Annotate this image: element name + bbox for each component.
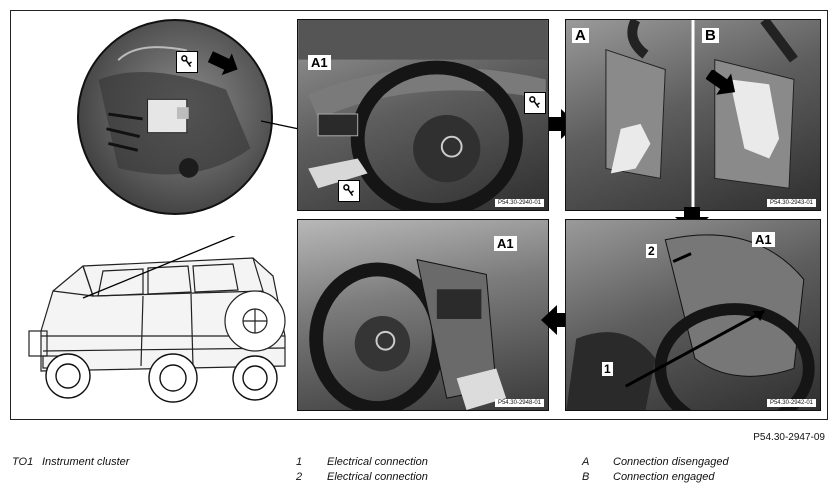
- photo-top-center: A1 P54.30-2940-01: [297, 19, 549, 211]
- panel-code: P54.30-2948-01: [494, 399, 544, 407]
- photo-top-right: A B P54.30-2943-01: [565, 19, 821, 211]
- legend-col3: A Connection disengaged B Connection engag…: [582, 455, 729, 485]
- photo-bottom-center: A1 P54.30-2948-01: [297, 219, 549, 411]
- label-a1: A1: [308, 55, 331, 70]
- panel-code: P54.30-2942-01: [766, 399, 816, 407]
- legend-key: 1: [296, 456, 303, 468]
- legend-text: Electrical connection: [327, 456, 428, 468]
- label-a1: A1: [752, 232, 775, 247]
- legend-item: 1 Electrical connection: [296, 455, 428, 470]
- legend-item: 2 Electrical connection: [296, 470, 428, 485]
- arrow-right-icon: [207, 51, 238, 75]
- legend-item: A Connection disengaged: [582, 455, 729, 470]
- tool-key-icon: [338, 180, 360, 202]
- label-a1: A1: [494, 236, 517, 251]
- legend-key: B: [582, 471, 590, 483]
- legend-item: B Connection engaged: [582, 470, 729, 485]
- arrow-right-icon: [549, 109, 577, 139]
- legend-item: TO1 Instrument cluster: [12, 455, 129, 470]
- legend-key: 2: [296, 471, 303, 483]
- panel-code: P54.30-2940-01: [494, 199, 544, 207]
- figure-reference: P54.30-2947-09: [753, 432, 825, 443]
- magnifier-circle: [77, 19, 273, 215]
- arrow-left-icon: [541, 305, 569, 335]
- tool-key-icon: [524, 92, 546, 114]
- label-b: B: [702, 28, 719, 43]
- legend-text: Instrument cluster: [42, 456, 130, 468]
- figure-frame: A1 P54.30-2940-01 A B P54.30-2943-01: [10, 10, 828, 420]
- label-a: A: [572, 28, 589, 43]
- photo-bottom-right: A1 2 1 P54.30-2942-01: [565, 219, 821, 411]
- leader-line: [261, 120, 300, 130]
- legend-text: Connection engaged: [613, 471, 715, 483]
- tool-key-icon: [176, 51, 198, 73]
- label-1: 1: [602, 362, 613, 376]
- legend-col1: TO1 Instrument cluster: [12, 455, 129, 470]
- arrow-right-icon: [706, 70, 736, 95]
- legend-text: Connection disengaged: [613, 456, 729, 468]
- label-2: 2: [646, 244, 657, 258]
- legend-key: A: [582, 456, 590, 468]
- legend-text: Electrical connection: [327, 471, 428, 483]
- panel-code: P54.30-2943-01: [766, 199, 816, 207]
- legend-key: TO1: [12, 456, 34, 468]
- vehicle-drawing: [28, 236, 286, 403]
